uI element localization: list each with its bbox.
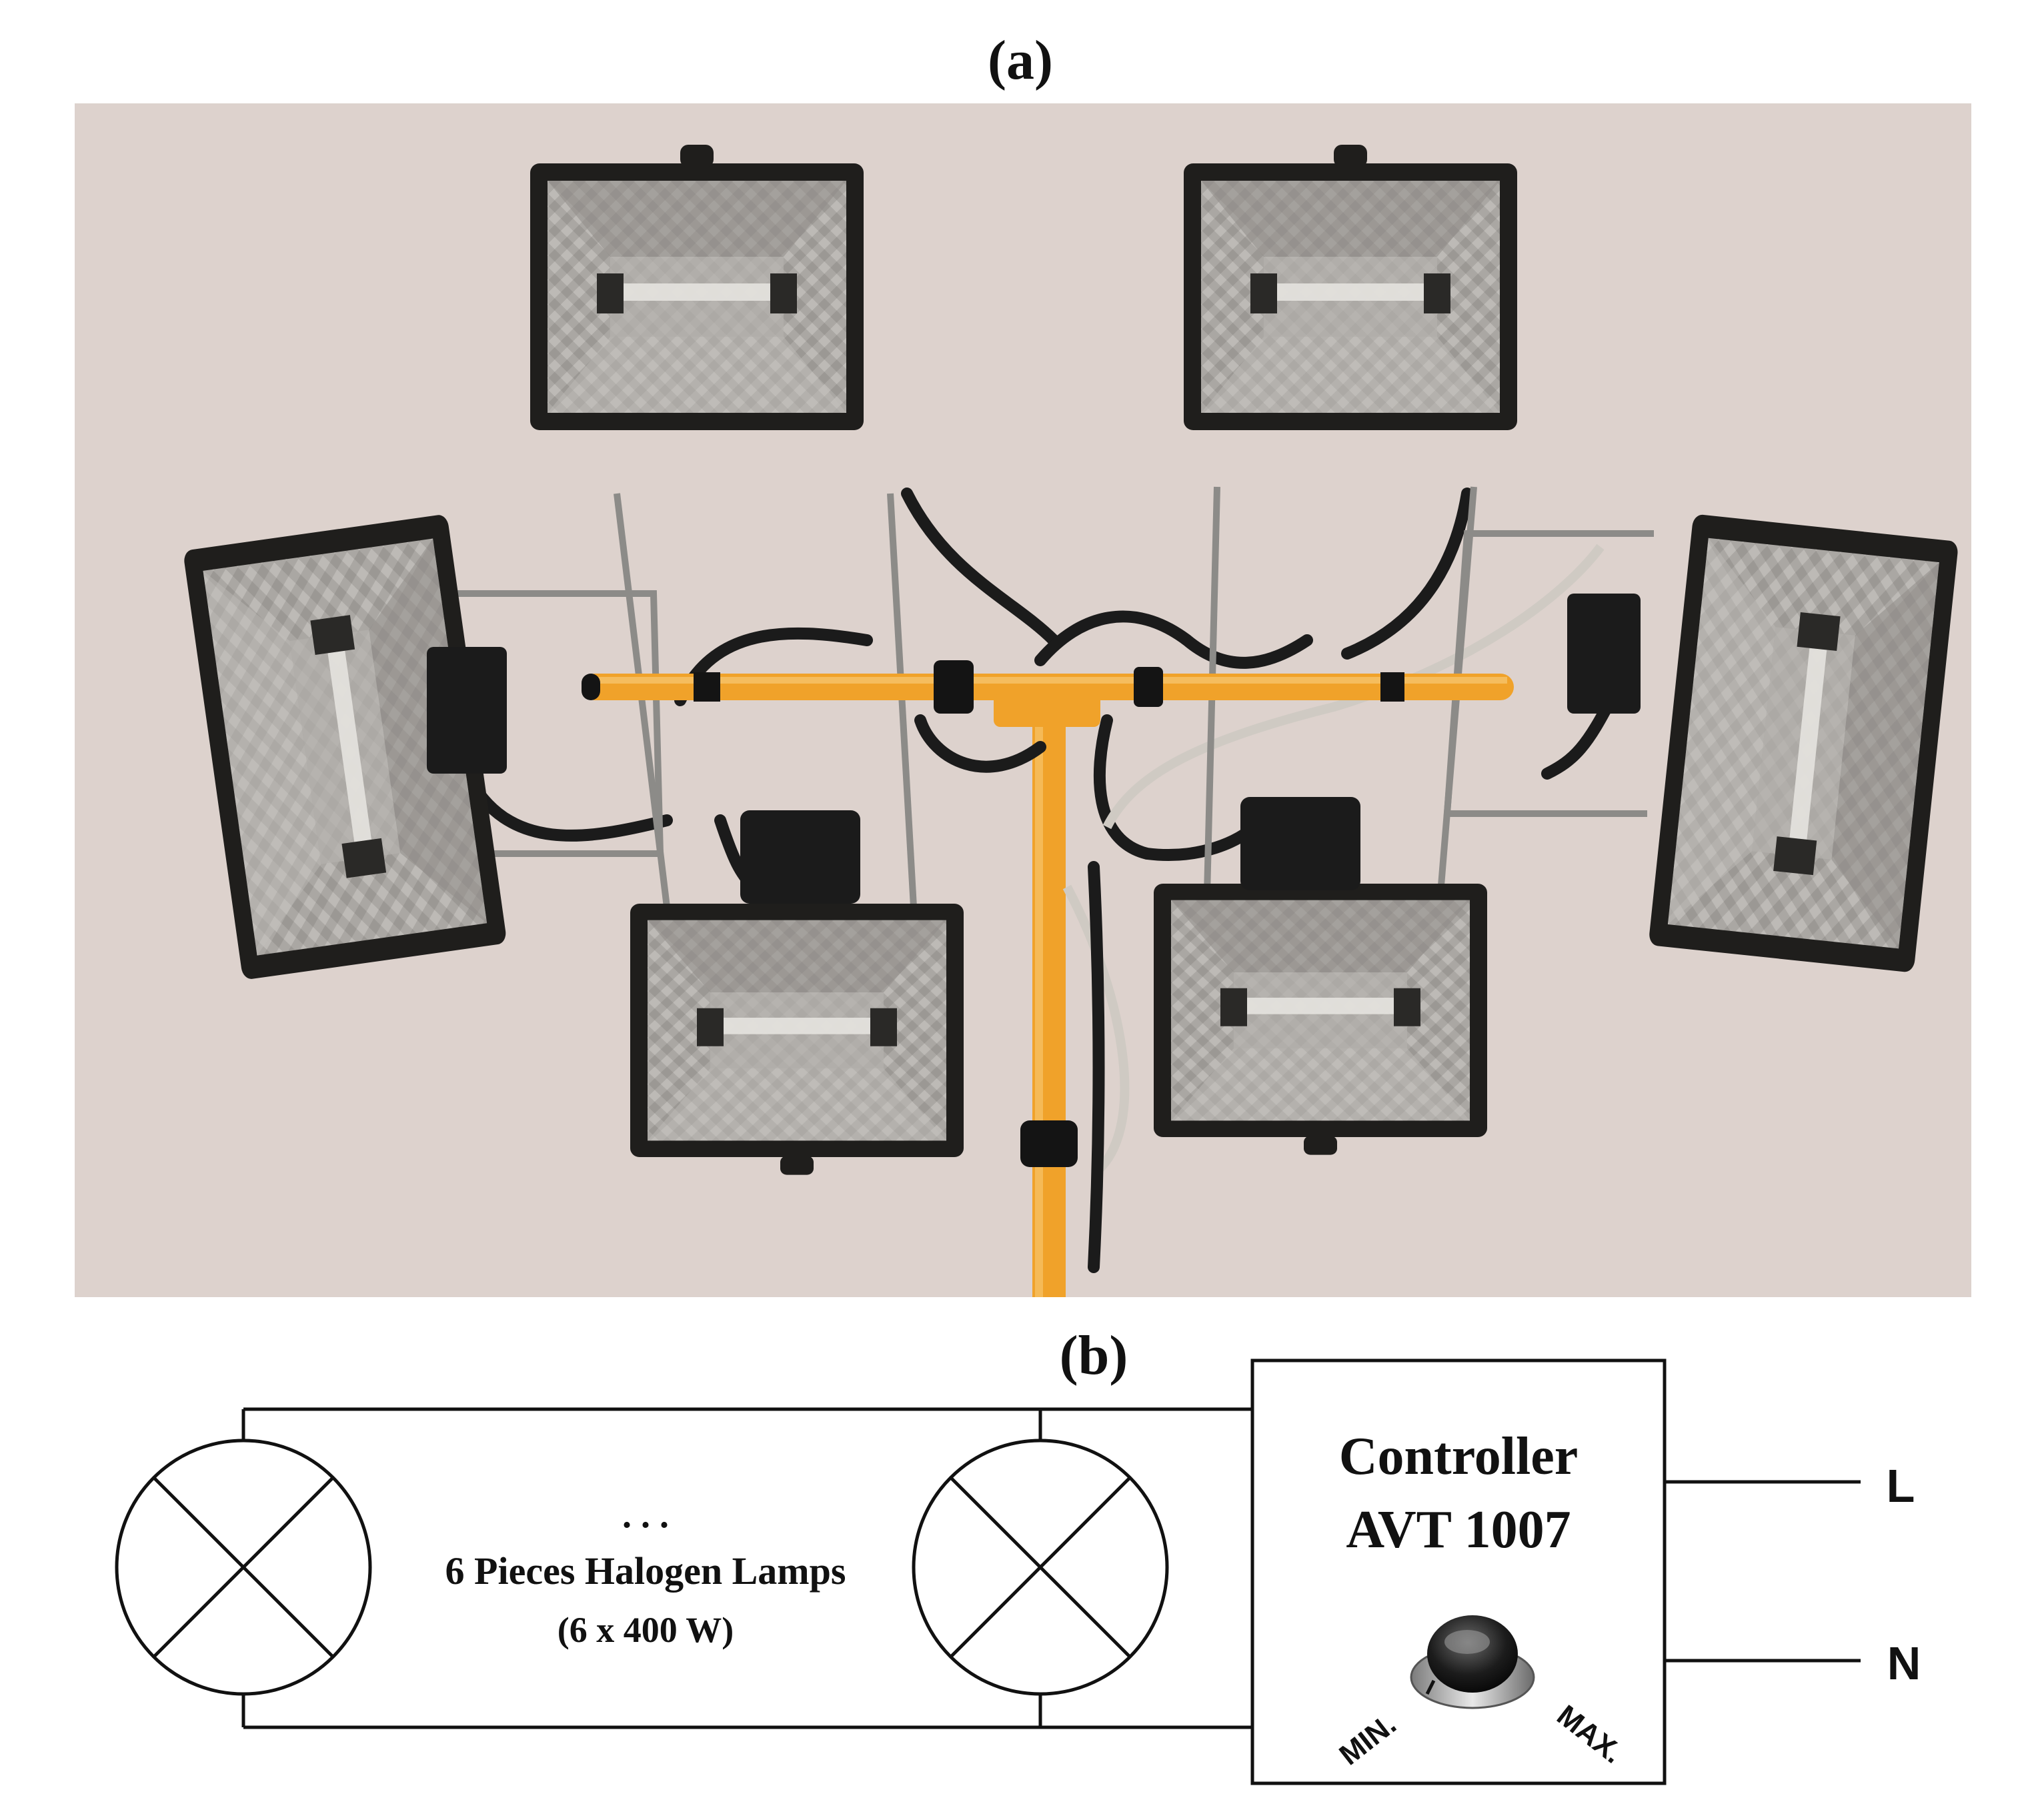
grey-cable [1102, 544, 1605, 830]
lamp-bottom-right [1154, 884, 1487, 1155]
lamp-symbol-right [912, 1409, 1169, 1727]
dimmer-knob-icon [1410, 1615, 1535, 1709]
circuit-diagram [115, 1358, 1861, 1785]
max-label: MAX. [1551, 1699, 1629, 1769]
junction-box-right [1567, 594, 1641, 714]
lamp-top-left [530, 145, 864, 430]
pole-clamp [1020, 1120, 1078, 1167]
controller-model: AVT 1007 [1346, 1501, 1571, 1559]
controller-title: Controller [1339, 1427, 1578, 1486]
junction-box-left [427, 647, 507, 774]
terminal-live: L [1887, 1460, 1915, 1512]
lamps-rating: (6 x 400 W) [558, 1610, 734, 1650]
controller-box [1250, 1358, 1667, 1785]
panel-label-b: (b) [1060, 1324, 1128, 1387]
grey-cable-loop [1062, 884, 1130, 1178]
junction-box-bottom-left [740, 810, 860, 904]
min-label: MIN. [1333, 1708, 1402, 1772]
lamp-bottom-left [630, 904, 964, 1175]
lamps-caption: 6 Pieces Halogen Lamps [445, 1549, 846, 1593]
terminal-neutral: N [1887, 1637, 1921, 1689]
photo-panel [75, 103, 1971, 1297]
panel-label-a: (a) [988, 29, 1053, 91]
lamp-top-right [1184, 145, 1517, 430]
junction-box-bottom-right [1240, 797, 1360, 890]
bar-tip-left [582, 674, 600, 700]
lamp-symbol-left [115, 1409, 372, 1727]
lamps-ellipsis: . . . [622, 1495, 669, 1536]
lamp-right [1648, 514, 1959, 973]
